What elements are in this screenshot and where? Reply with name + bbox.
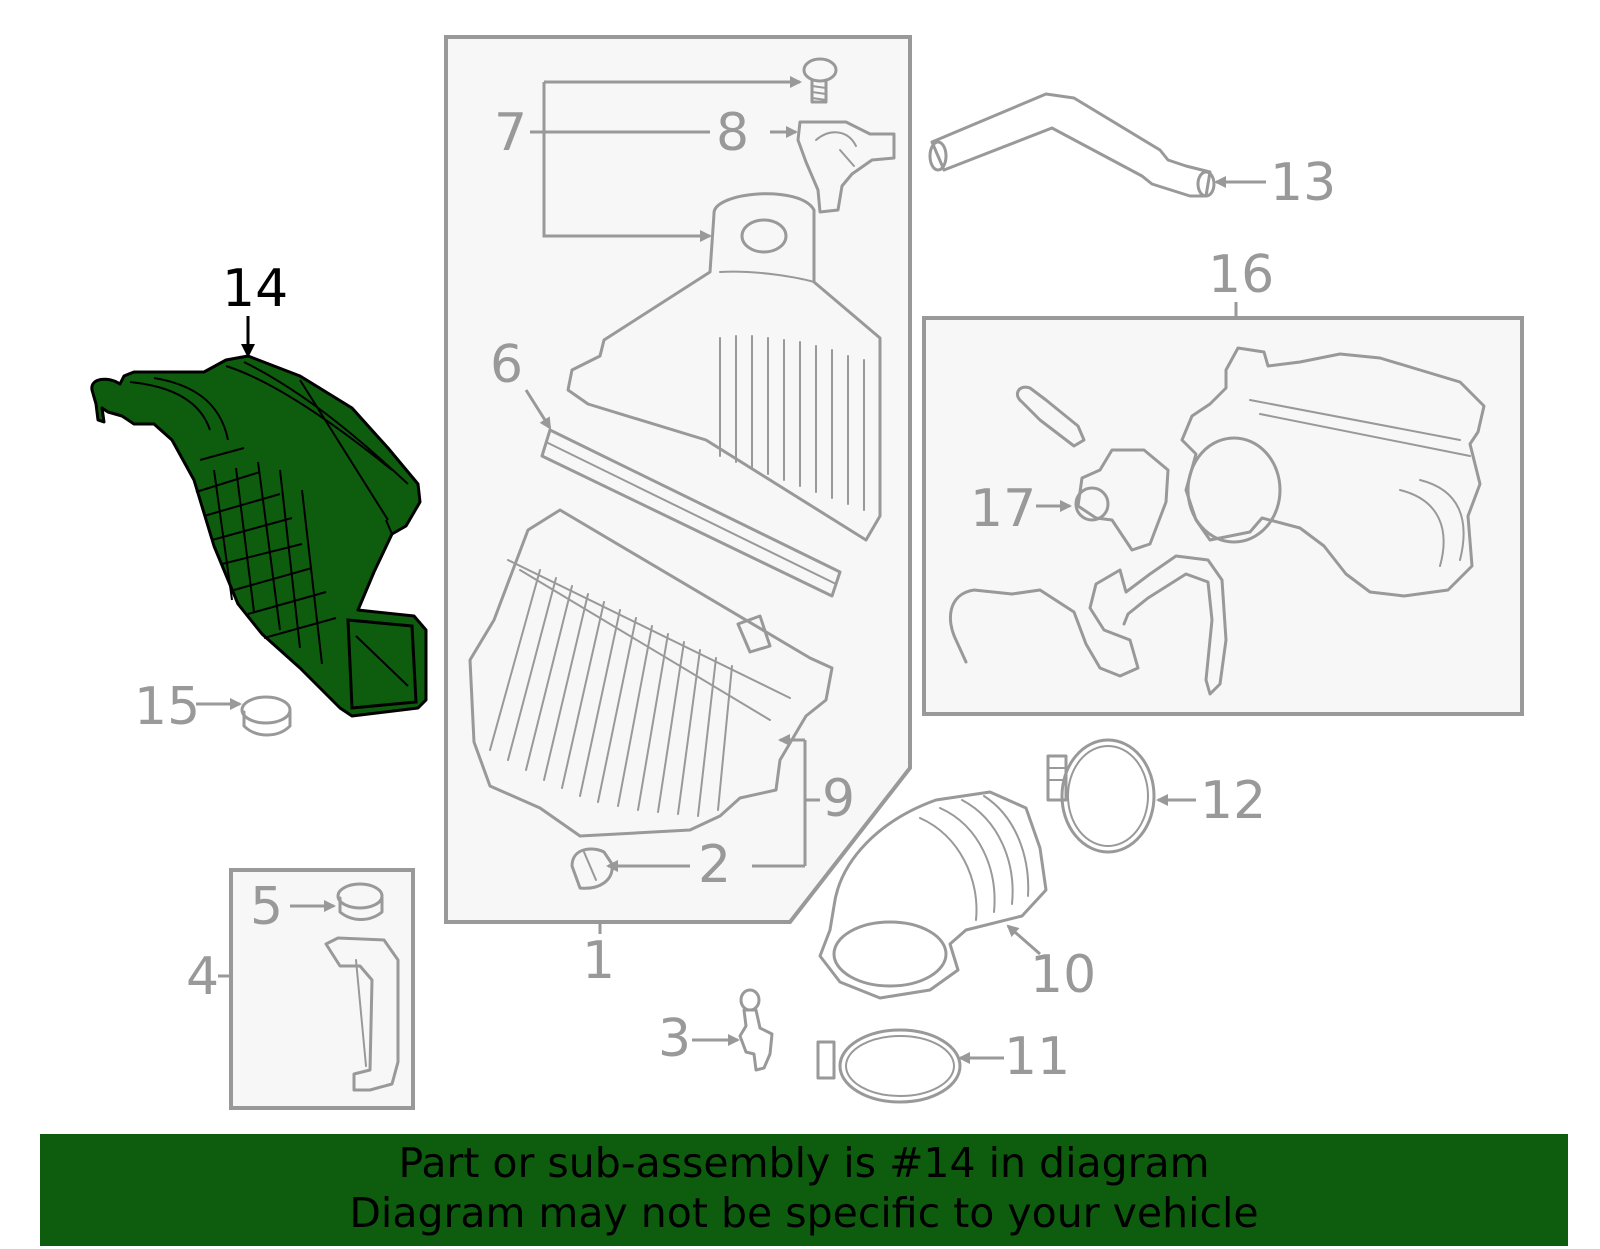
callout-8: 8: [716, 103, 749, 163]
hose-13-drawing: [928, 92, 1216, 198]
info-banner: Part or sub-assembly is #14 in diagram D…: [40, 1134, 1568, 1246]
bolt-7-drawing: [802, 57, 838, 104]
air-cleaner-upper-housing-drawing: [566, 192, 882, 542]
intake-duct-10-drawing: [818, 790, 1048, 1000]
callout-17: 17: [970, 479, 1036, 539]
callout-11: 11: [1004, 1027, 1070, 1087]
group-box-assembly-16: [922, 316, 1524, 716]
callout-16: 16: [1208, 245, 1274, 305]
filter-element-6-drawing: [540, 428, 842, 598]
air-cleaner-lower-housing-drawing: [468, 508, 834, 838]
sensor-8-drawing: [796, 120, 896, 214]
leader-6: [524, 389, 552, 430]
callout-5: 5: [250, 877, 283, 937]
callout-6: 6: [490, 335, 523, 395]
sensor-3-drawing: [738, 988, 774, 1072]
grommet-15-drawing: [240, 695, 292, 737]
throttle-body-16-drawing: [948, 346, 1486, 696]
clamp-11-drawing: [816, 1028, 962, 1104]
highlighted-part-14-drawing: [90, 354, 428, 718]
callout-1: 1: [582, 931, 615, 991]
callout-15: 15: [134, 677, 200, 737]
callout-7: 7: [494, 103, 527, 163]
leader-10: [1006, 924, 1041, 956]
callout-2: 2: [698, 835, 731, 895]
grommet-5-drawing: [336, 882, 384, 921]
leader-9: [780, 740, 807, 866]
callout-10: 10: [1030, 945, 1096, 1005]
callout-13: 13: [1270, 153, 1336, 213]
callout-4: 4: [186, 947, 219, 1007]
callout-14: 14: [222, 259, 288, 319]
clamp-12-drawing: [1046, 738, 1156, 854]
callout-12: 12: [1200, 771, 1266, 831]
callout-3: 3: [658, 1009, 691, 1069]
bracket-4-drawing: [324, 936, 400, 1092]
banner-line-part-number: Part or sub-assembly is #14 in diagram: [398, 1139, 1210, 1187]
banner-line-disclaimer: Diagram may not be specific to your vehi…: [349, 1189, 1259, 1237]
callout-9: 9: [822, 769, 855, 829]
